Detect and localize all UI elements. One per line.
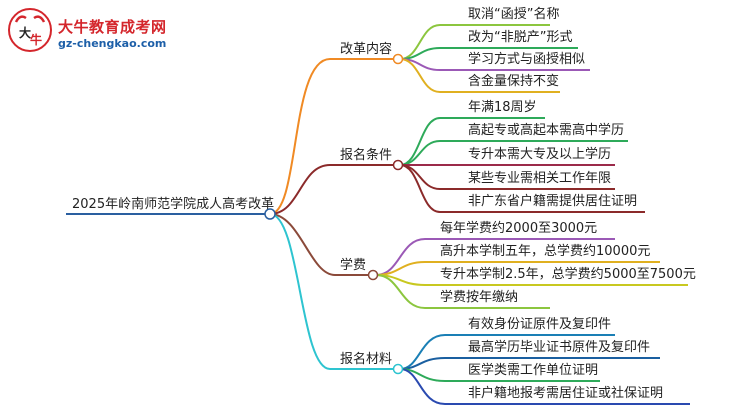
branch-label-conditions[interactable]: 报名条件 [340,148,393,163]
edge-root-fee [269,213,336,276]
root-node-circle[interactable] [264,208,276,220]
branch-node-fee[interactable] [367,269,379,281]
edge-fee-4 [375,274,550,309]
svg-text:牛: 牛 [30,32,42,47]
leaf-fee-1[interactable]: 每年学费约2000至3000元 [440,221,598,236]
branch-label-fee[interactable]: 学费 [340,258,367,273]
branch-node-reform[interactable] [392,53,404,65]
root-topic[interactable]: 2025年岭南师范学院成人高考改革 [72,197,275,212]
branch-node-materials[interactable] [392,363,404,375]
leaf-cond-5[interactable]: 非广东省户籍需提供居住证明 [468,194,638,209]
logo-title: 大牛教育成考网 [58,18,167,36]
leaf-reform-1[interactable]: 取消“函授”名称 [468,7,560,22]
leaf-reform-4[interactable]: 含金量保持不变 [468,74,560,89]
branch-label-materials[interactable]: 报名材料 [340,352,393,367]
edge-mat-4 [399,368,690,405]
edge-root-conditions [269,164,331,215]
branch-node-conditions[interactable] [392,159,404,171]
leaf-reform-2[interactable]: 改为“非脱产”形式 [468,30,573,45]
svg-text:大: 大 [19,25,31,40]
edge-reform-4 [399,58,560,93]
leaf-mat-1[interactable]: 有效身份证原件及复印件 [468,317,612,332]
branch-label-reform[interactable]: 改革内容 [340,42,393,57]
leaf-fee-3[interactable]: 专升本学制2.5年，总学费约5000至7500元 [440,267,696,282]
leaf-cond-1[interactable]: 年满18周岁 [468,100,537,115]
leaf-mat-2[interactable]: 最高学历毕业证书原件及复印件 [468,340,651,355]
leaf-reform-3[interactable]: 学习方式与函授相似 [468,52,586,67]
leaf-mat-3[interactable]: 医学类需工作单位证明 [468,363,599,378]
leaf-fee-4[interactable]: 学费按年缴纳 [440,290,519,305]
leaf-mat-4[interactable]: 非户籍地报考需居住证或社保证明 [468,386,664,401]
logo-url: gz-chengkao.com [58,37,167,50]
bull-logo-icon: 大 牛 [8,8,52,52]
logo: 大 牛 大牛教育成考网 gz-chengkao.com [4,4,194,56]
edge-root-reform [269,58,331,215]
edge-cond-5 [399,164,645,213]
leaf-cond-4[interactable]: 某些专业需相关工作年限 [468,171,612,186]
leaf-cond-2[interactable]: 高起专或高起本需高中学历 [468,123,625,138]
leaf-cond-3[interactable]: 专升本需大专及以上学历 [468,147,612,162]
leaf-fee-2[interactable]: 高升本学制五年，总学费约10000元 [440,244,651,259]
edge-root-materials [269,213,331,370]
